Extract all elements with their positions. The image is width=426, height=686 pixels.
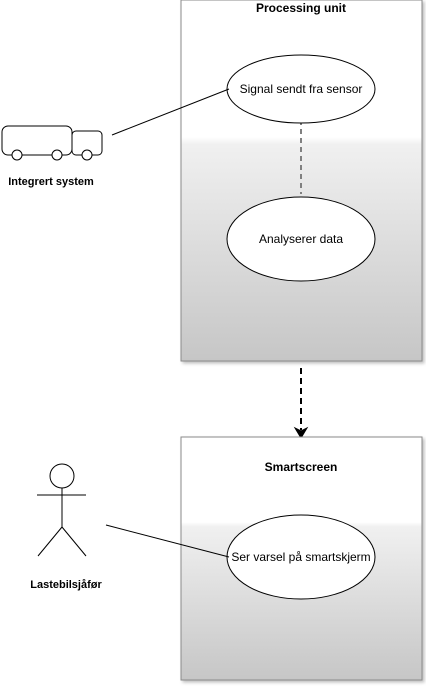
use-case-signal-label: Signal sendt fra sensor [240, 82, 363, 96]
association-system-signal [111, 88, 230, 136]
use-case-signal[interactable]: Signal sendt fra sensor [226, 54, 376, 124]
actor-driver-label: Lastebilsjåfør [30, 579, 102, 591]
stick-figure-icon[interactable] [37, 463, 87, 557]
processing-unit-box[interactable]: Processing unit [180, 0, 423, 362]
flow-arrow [293, 368, 309, 439]
arrow-head-icon [293, 426, 309, 439]
use-case-analyze-label: Analyserer data [259, 232, 343, 246]
association-driver-alert [105, 524, 230, 558]
use-case-analyze[interactable]: Analyserer data [226, 196, 376, 282]
truck-icon[interactable] [1, 125, 103, 161]
actor-system-label: Integrert system [8, 176, 94, 188]
use-case-alert[interactable]: Ser varsel på smartskjerm [226, 514, 376, 600]
smartscreen-title: Smartscreen [265, 460, 338, 474]
processing-unit-title: Processing unit [256, 1, 346, 15]
use-case-alert-label: Ser varsel på smartskjerm [231, 550, 370, 564]
